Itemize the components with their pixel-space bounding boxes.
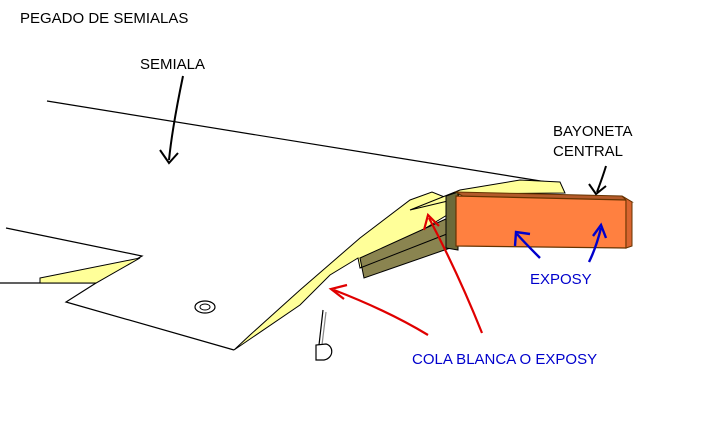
cola-arrow-2-head xyxy=(422,212,440,231)
cola-arrow-2-shaft xyxy=(428,217,484,334)
dowel-pin xyxy=(318,309,324,346)
semiala-arrow-head xyxy=(159,149,179,165)
bayoneta-label-line2: CENTRAL xyxy=(553,143,623,160)
cola-arrow-1-shaft xyxy=(333,288,429,336)
wing-trailing-edge xyxy=(5,227,235,351)
bayoneta-arrow-head xyxy=(588,183,607,196)
wing-leading-edge xyxy=(46,100,554,184)
dowel-tab xyxy=(315,343,333,361)
exposy-arrow-left-head xyxy=(513,230,531,247)
trailing-edge-glue xyxy=(39,257,141,284)
wing-hole-inner xyxy=(199,303,211,311)
semiala-label: SEMIALA xyxy=(140,56,205,73)
bayonet-front-face xyxy=(445,191,459,251)
dowel-pin-shade xyxy=(321,311,327,346)
exposy-arrow-right-head xyxy=(592,222,608,239)
spar-wall-line xyxy=(359,231,453,269)
bayonet-end-face xyxy=(621,195,633,249)
semiala-arrow-shaft xyxy=(168,75,184,161)
bayoneta-arrow-shaft xyxy=(596,165,607,193)
diagram-title: PEGADO DE SEMIALAS xyxy=(20,10,188,27)
exposy-label: EXPOSY xyxy=(530,271,592,288)
bayoneta-label-line1: BAYONETA xyxy=(553,123,632,140)
cola-arrow-1-head xyxy=(328,283,348,300)
exposy-arrow-right-shaft xyxy=(587,227,603,263)
exposy-arrow-left-shaft xyxy=(516,233,541,259)
cola-label: COLA BLANCA O EXPOSY xyxy=(412,351,597,368)
root-rib-glue xyxy=(233,191,453,351)
bayonet-body xyxy=(455,195,627,249)
